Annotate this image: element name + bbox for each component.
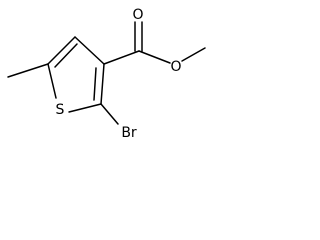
- bond-c5-c4-inner: [54, 43, 78, 68]
- bond-s-c2: [68, 103, 102, 113]
- ester-oxygen-label: O: [170, 59, 181, 75]
- carbonyl-oxygen-label: O: [132, 7, 143, 23]
- bond-c3-c2-inner: [93, 67, 97, 101]
- bond-methyl-c5: [7, 63, 49, 78]
- bond-ester-o-methyl: [181, 47, 206, 62]
- bromine-label: Br: [121, 125, 137, 141]
- bond-c5-s: [47, 63, 57, 99]
- bond-carbonyl-ester-o: [138, 50, 171, 64]
- bond-lines: [7, 21, 206, 125]
- atom-labels: O O S Br: [56, 7, 182, 141]
- bond-c5-c4: [47, 36, 76, 65]
- bond-c3-carbonyl-carbon: [103, 50, 140, 65]
- ring-sulfur-label: S: [56, 102, 65, 118]
- bond-c3-c2: [100, 63, 105, 105]
- bond-c2-br: [100, 103, 119, 125]
- chemical-structure: O O S Br: [7, 7, 206, 141]
- bond-c4-c3: [74, 36, 105, 65]
